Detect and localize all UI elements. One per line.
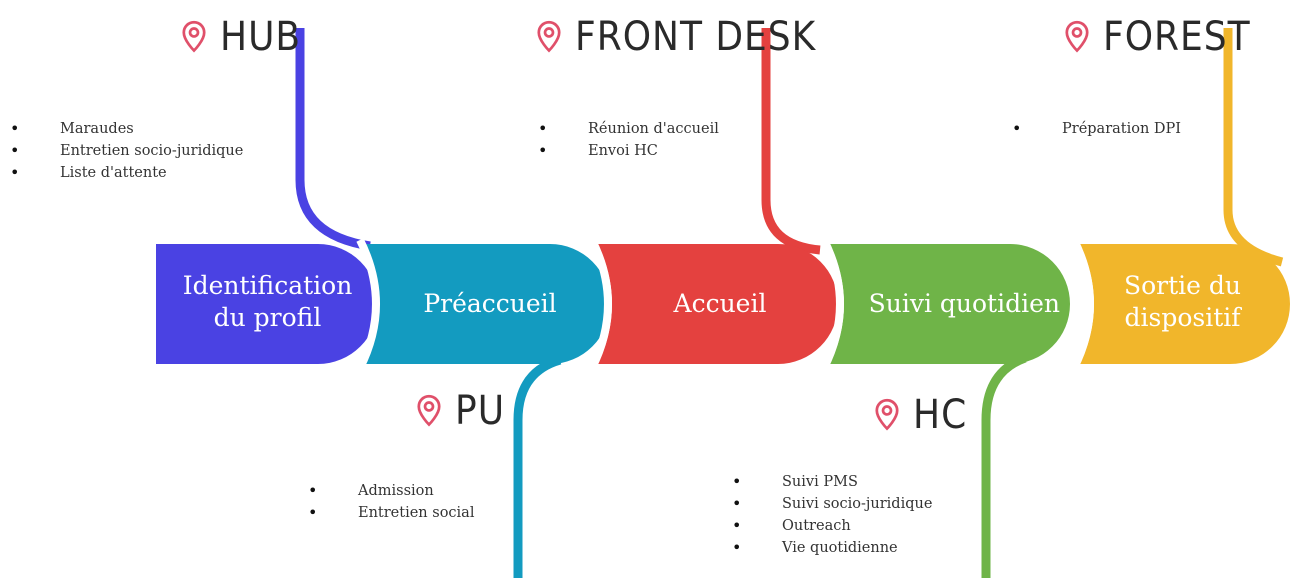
list-item: Entretien socio-juridique bbox=[10, 140, 243, 162]
stage-label-suivi-text: Suivi quotidien bbox=[868, 289, 1060, 318]
location-title-hub: HUB bbox=[180, 14, 301, 60]
stage-band-identification bbox=[156, 244, 378, 364]
list-item: Admission bbox=[308, 480, 474, 502]
location-title-hc: HC bbox=[873, 392, 967, 438]
list-item: Préparation DPI bbox=[1012, 118, 1181, 140]
stage-band-sortie bbox=[1080, 244, 1290, 364]
pu-connector bbox=[513, 355, 562, 578]
location-title-text: FRONT DESK bbox=[575, 14, 817, 60]
location-title-text: HUB bbox=[220, 14, 302, 60]
location-title-text: FOREST bbox=[1103, 14, 1251, 60]
list-item: Envoi HC bbox=[538, 140, 719, 162]
stage-band-preaccueil bbox=[365, 244, 610, 364]
stage-band-accueil bbox=[598, 244, 838, 364]
list-item: Liste d'attente bbox=[10, 162, 243, 184]
map-pin-icon bbox=[182, 20, 206, 53]
location-title-forest: FOREST bbox=[1063, 14, 1251, 60]
list-item: Suivi socio-juridique bbox=[732, 493, 932, 515]
map-pin-icon bbox=[537, 20, 561, 53]
hc-connector bbox=[981, 353, 1027, 578]
band-separator bbox=[1070, 238, 1094, 370]
location-title-front-desk: FRONT DESK bbox=[535, 14, 816, 60]
stage-label-line: du profil bbox=[213, 303, 322, 332]
list-item: Réunion d'accueil bbox=[538, 118, 719, 140]
hub-task-list: Maraudes Entretien socio-juridique Liste… bbox=[10, 118, 243, 184]
location-title-text: HC bbox=[913, 392, 968, 438]
list-item: Suivi PMS bbox=[732, 471, 932, 493]
front-desk-connector bbox=[761, 28, 821, 255]
stage-label-line: Sortie du bbox=[1123, 271, 1242, 300]
map-pin-icon bbox=[417, 394, 441, 427]
pu-task-list: Admission Entretien social bbox=[308, 480, 474, 524]
band-separator bbox=[820, 238, 844, 370]
stage-label-line: dispositif bbox=[1124, 303, 1241, 332]
band-separator bbox=[588, 238, 612, 370]
front-desk-task-list: Réunion d'accueil Envoi HC bbox=[538, 118, 719, 162]
stage-label-preaccueil: Préaccueil bbox=[423, 289, 557, 318]
list-item: Outreach bbox=[732, 515, 932, 537]
location-title-text: PU bbox=[455, 388, 506, 434]
list-item: Vie quotidienne bbox=[732, 537, 932, 559]
location-title-pu: PU bbox=[415, 388, 505, 434]
stage-label-accueil: Accueil bbox=[673, 289, 767, 318]
hc-task-list: Suivi PMS Suivi socio-juridique Outreach… bbox=[732, 471, 932, 559]
band-separator bbox=[356, 238, 380, 370]
stage-band-suivi bbox=[830, 244, 1070, 364]
stage-label-sortie: Sortie du dispositif bbox=[1100, 270, 1265, 334]
stage-label-line: Identification bbox=[182, 271, 353, 300]
stage-label-suivi: Suivi quotidien bbox=[860, 288, 1060, 320]
forest-connector bbox=[1223, 28, 1284, 267]
forest-task-list: Préparation DPI bbox=[1012, 118, 1181, 140]
list-item: Entretien social bbox=[308, 502, 474, 524]
stage-label-identification: Identification du profil bbox=[165, 270, 370, 334]
map-pin-icon bbox=[1065, 20, 1089, 53]
list-item: Maraudes bbox=[10, 118, 243, 140]
hub-connector bbox=[295, 28, 371, 251]
map-pin-icon bbox=[875, 398, 899, 431]
